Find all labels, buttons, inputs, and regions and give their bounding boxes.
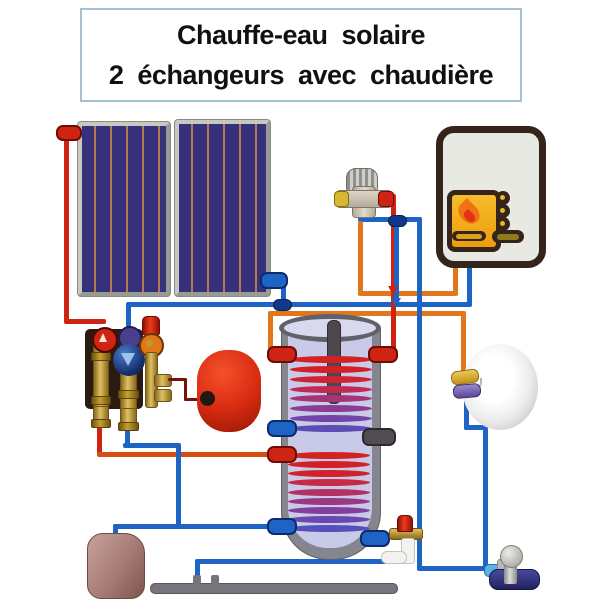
safety-group-red-cap xyxy=(397,515,413,532)
coil-turn xyxy=(290,366,372,373)
station-end-flange-left xyxy=(91,419,111,428)
title-line-1: Chauffe-eau solaire xyxy=(176,20,426,50)
pipe-to-heating-vessel xyxy=(113,524,118,538)
coil-turn xyxy=(290,356,372,363)
coil-turn xyxy=(290,395,372,402)
boiler-knob-1 xyxy=(496,191,510,205)
heating-expansion-vessel xyxy=(87,533,145,599)
vessel-connector-h1 xyxy=(168,378,186,381)
pipe-solar-hot-to-station xyxy=(64,319,106,324)
panel-return-fitting xyxy=(260,272,288,289)
drain-pipe xyxy=(150,583,398,594)
pipe-radiator-feed xyxy=(461,314,466,374)
pipe-siphon-drain-v xyxy=(195,559,200,585)
coil-turn xyxy=(288,452,370,459)
tank-stub-cold-inlet xyxy=(360,530,390,547)
coil-turn xyxy=(288,498,370,505)
pipe-radiator-return-v1 xyxy=(464,392,469,430)
boiler-knob-2 xyxy=(496,204,510,218)
pipe-cold-main-horizontal xyxy=(126,302,472,307)
pipe-return-v1 xyxy=(176,443,181,528)
station-stub-2 xyxy=(154,389,172,402)
coil-turn xyxy=(290,425,372,432)
upper-heat-exchanger-coil xyxy=(290,356,372,432)
tank-stub-upper-right-hot xyxy=(368,346,398,363)
station-flange-2 xyxy=(91,396,111,405)
pipe-panel-return-down xyxy=(281,277,286,306)
solar-panel-1 xyxy=(78,122,170,296)
pipe-upper-coil-h xyxy=(268,311,466,316)
coil-turn xyxy=(290,386,372,393)
tap-knob xyxy=(500,545,523,568)
pipe-siphon-drain-h xyxy=(195,559,387,564)
coil-turn xyxy=(290,415,372,422)
boiler-burner-bar-inner xyxy=(456,234,482,239)
pipe-upper-coil-drop xyxy=(268,313,273,351)
pipe-station-out-down xyxy=(97,424,102,455)
gauge-flame-mark-icon xyxy=(99,333,107,342)
station-flange-1 xyxy=(91,352,111,361)
drain-stub-2 xyxy=(211,575,219,585)
tank-stub-lower-coil-in xyxy=(267,446,297,463)
vessel-connector-v xyxy=(184,378,187,401)
radiator-port-return xyxy=(452,382,482,400)
coil-turn xyxy=(288,489,370,496)
pipe-pump-bottom-down xyxy=(125,426,130,446)
pipe-return-h2 xyxy=(113,524,273,529)
siphon-outlet xyxy=(381,551,407,564)
coil-turn xyxy=(288,516,370,523)
mixing-valve-port-hot xyxy=(378,191,394,207)
pipe-solar-supply-to-coil xyxy=(97,452,275,457)
flow-arrow-cold-down-icon xyxy=(391,298,401,307)
pipe-tank-hot-riser xyxy=(391,194,396,354)
mixing-valve-port-yellow xyxy=(334,191,349,207)
pipe-radiator-return-h xyxy=(464,425,488,430)
coil-turn xyxy=(288,470,370,477)
vessel-valve-knob xyxy=(200,391,215,406)
boiler-display-slot-inner xyxy=(497,234,519,240)
pipe-to-boiler-h xyxy=(358,291,458,296)
pump-impeller-icon xyxy=(121,353,135,366)
pipe-cold-link xyxy=(394,219,399,307)
pipe-boiler-riser-blue xyxy=(467,262,472,306)
coil-turn xyxy=(288,461,370,468)
vessel-connector-h2 xyxy=(184,398,204,401)
tank-stub-upper-coil-return xyxy=(267,420,297,437)
pipe-cold-main-vertical xyxy=(417,219,422,570)
pipe-radiator-return-v2 xyxy=(483,428,488,570)
panel-hot-fitting xyxy=(56,125,82,141)
fitting-panel-junction xyxy=(273,299,292,311)
station-orange-gauge-hub xyxy=(146,340,153,347)
coil-turn xyxy=(288,507,370,514)
coil-turn xyxy=(290,405,372,412)
tank-stub-lower-coil-out xyxy=(267,518,297,535)
pipe-return-h1 xyxy=(123,443,181,448)
station-end-flange-right xyxy=(118,422,139,431)
coil-turn xyxy=(288,525,370,532)
pipe-pump-top-riser xyxy=(126,305,131,331)
pipe-boiler-riser-orange xyxy=(453,262,458,294)
boiler-knob-3 xyxy=(496,217,510,231)
tank-thermometer-boss xyxy=(362,428,396,446)
fitting-valve-tee xyxy=(388,215,407,227)
title-line-2: 2 échangeurs avec chaudière xyxy=(108,60,494,90)
lower-heat-exchanger-coil xyxy=(288,452,370,532)
pipe-tap-h xyxy=(417,566,489,571)
coil-turn xyxy=(288,479,370,486)
title-box: Chauffe-eau solaire 2 échangeurs avec ch… xyxy=(80,8,522,102)
pipe-solar-hot-down xyxy=(64,130,69,322)
station-flange-3 xyxy=(118,390,139,399)
solar-panel-2 xyxy=(175,120,270,296)
coil-turn xyxy=(290,376,372,383)
flow-arrow-hot-down-icon xyxy=(388,286,398,295)
pipe-mixed-down xyxy=(358,221,363,293)
tank-stub-upper-left-hot xyxy=(267,346,297,363)
drain-stub-1 xyxy=(193,575,201,585)
